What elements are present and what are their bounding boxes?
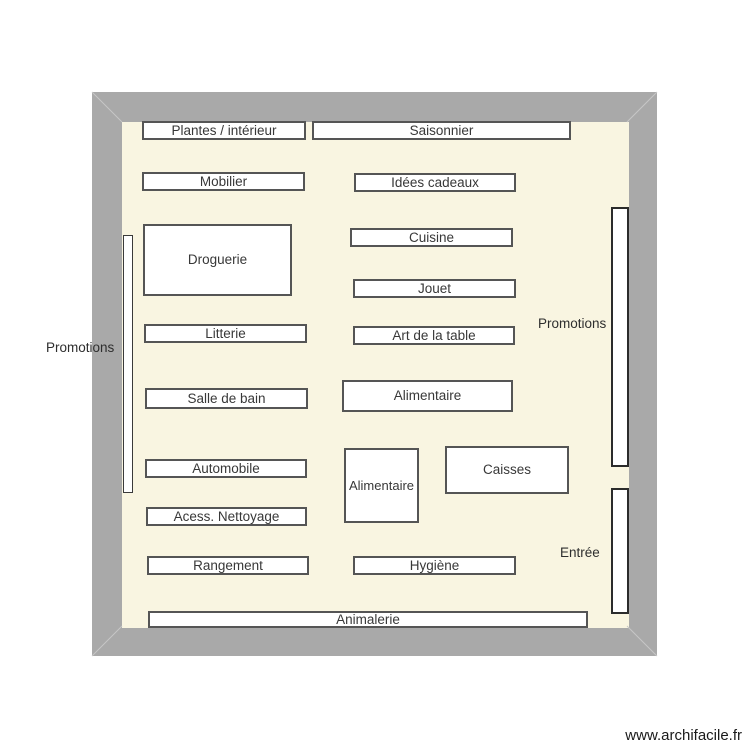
- corner-miter-bottom-right: [626, 625, 658, 657]
- room-hygiene: Hygiène: [353, 556, 516, 575]
- label-promotions-right: Promotions: [538, 316, 607, 331]
- promotions-shelf-left: [123, 235, 133, 493]
- room-caisses: Caisses: [445, 446, 569, 494]
- room-alimentaire-wide: Alimentaire: [342, 380, 513, 412]
- room-animalerie: Animalerie: [148, 611, 588, 628]
- room-litterie: Litterie: [144, 324, 307, 343]
- room-cuisine: Cuisine: [350, 228, 513, 247]
- room-idees-cadeaux: Idées cadeaux: [354, 173, 516, 192]
- room-alimentaire-square: Alimentaire: [344, 448, 419, 523]
- corner-miter-top-right: [626, 91, 658, 123]
- room-art-de-la-table: Art de la table: [353, 326, 515, 345]
- room-rangement: Rangement: [147, 556, 309, 575]
- room-automobile: Automobile: [145, 459, 307, 478]
- room-jouet: Jouet: [353, 279, 516, 298]
- room-acess-nettoyage: Acess. Nettoyage: [146, 507, 307, 526]
- corner-miter-top-left: [91, 91, 123, 123]
- promotions-shelf-right-upper: [611, 207, 629, 467]
- room-plantes-interieur: Plantes / intérieur: [142, 121, 306, 140]
- room-saisonnier: Saisonnier: [312, 121, 571, 140]
- floor: [122, 122, 629, 628]
- label-promotions-left: Promotions: [46, 340, 115, 355]
- label-entree: Entrée: [560, 545, 600, 560]
- archifacile-watermark: www.archifacile.fr: [625, 727, 742, 744]
- room-salle-de-bain: Salle de bain: [145, 388, 308, 409]
- room-droguerie: Droguerie: [143, 224, 292, 296]
- promotions-shelf-right-lower: [611, 488, 629, 614]
- room-mobilier: Mobilier: [142, 172, 305, 191]
- corner-miter-bottom-left: [91, 625, 123, 657]
